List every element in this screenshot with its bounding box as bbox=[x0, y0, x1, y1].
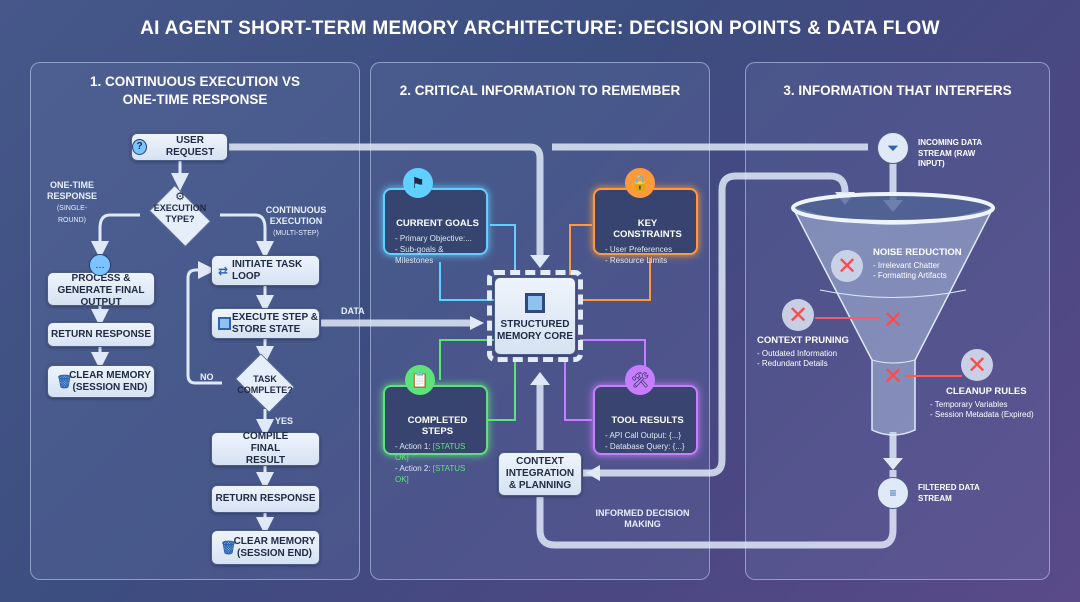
chip-icon bbox=[218, 317, 231, 330]
broom-crossed-icon: ✕ bbox=[961, 349, 993, 381]
question-icon: ? bbox=[132, 139, 148, 155]
tools-icon: 🛠 bbox=[625, 365, 655, 395]
execute-step-label: EXECUTE STEP & STORE STATE bbox=[232, 311, 318, 335]
current-goals-item: - Primary Objective:... bbox=[395, 234, 472, 243]
tool-results-card: TOOL RESULTS - API Call Output: {...} - … bbox=[593, 385, 698, 455]
key-constraints-card: KEY CONSTRAINTS - User Preferences - Res… bbox=[593, 188, 698, 265]
completed-steps-text: - Action 1: bbox=[395, 442, 433, 451]
data-label: DATA bbox=[341, 306, 365, 316]
filtered-stream-label: FILTERED DATA STREAM bbox=[918, 483, 980, 503]
tool-results-item: - Database Query: {...} bbox=[605, 442, 685, 451]
checklist-icon: 📋 bbox=[405, 365, 435, 395]
cleanup-item: - Session Metadata (Expired) bbox=[930, 410, 1034, 419]
document-crossed-icon: ✕ bbox=[882, 362, 904, 390]
panel-title-1a: 1. CONTINUOUS EXECUTION VS bbox=[89, 74, 301, 89]
completed-steps-item: - Action 2: [STATUS OK] bbox=[395, 463, 480, 485]
noise-title: NOISE REDUCTION bbox=[873, 247, 962, 258]
noise-item: - Formatting Artifacts bbox=[873, 271, 947, 280]
user-request-node[interactable]: ? USER REQUEST bbox=[131, 133, 228, 161]
yes-label: YES bbox=[275, 416, 294, 426]
one-time-text: ONE-TIME RESPONSE bbox=[46, 180, 97, 201]
return-response-right-node[interactable]: RETURN RESPONSE bbox=[211, 485, 320, 513]
pruning-item: - Outdated Information bbox=[757, 348, 838, 358]
one-time-sub: (SINGLE-ROUND) bbox=[56, 205, 88, 224]
execution-type-label: EXECUTION TYPE? bbox=[153, 203, 207, 224]
memory-core-label: STRUCTURED MEMORY CORE bbox=[496, 319, 574, 342]
key-constraints-item: - Resource Limits bbox=[605, 256, 668, 265]
clear-memory-right-label: CLEAR MEMORY (SESSION END) bbox=[233, 535, 316, 559]
gear-icon: ⚙ bbox=[175, 191, 185, 203]
no-label: NO bbox=[200, 372, 214, 382]
current-goals-card: CURRENT GOALS - Primary Objective:... - … bbox=[383, 188, 488, 265]
clear-memory-left-node[interactable]: 🗑CLEAR MEMORY (SESSION END) bbox=[47, 365, 155, 398]
clear-memory-right-node[interactable]: 🗑CLEAR MEMORY (SESSION END) bbox=[211, 530, 320, 565]
continuous-text: CONTINUOUS EXECUTION bbox=[265, 205, 327, 226]
noise-item: - Irrelevant Chatter bbox=[873, 260, 940, 270]
execution-type-decision: ⚙EXECUTION TYPE? bbox=[150, 192, 210, 225]
status-ok: [STATUS OK] bbox=[395, 464, 466, 484]
flag-icon: ⚑ bbox=[403, 168, 433, 198]
tool-results-item: - API Call Output: {...} bbox=[605, 431, 682, 440]
process-generate-node[interactable]: PROCESS & GENERATE FINAL OUTPUT bbox=[47, 272, 155, 308]
context-pruning-label: CONTEXT PRUNING - Outdated Information- R… bbox=[757, 335, 849, 370]
filter-lines-icon: ≡ bbox=[877, 477, 909, 509]
continuous-label: CONTINUOUS EXECUTION (MULTI-STEP) bbox=[265, 205, 327, 239]
pruning-icon: ✕ bbox=[782, 299, 814, 331]
one-time-label: ONE-TIME RESPONSE (SINGLE-ROUND) bbox=[44, 180, 100, 226]
key-constraints-title: KEY CONSTRAINTS bbox=[613, 218, 682, 240]
clear-memory-left-label: CLEAR MEMORY (SESSION END) bbox=[69, 369, 151, 393]
chat-bubble-icon: … bbox=[89, 254, 111, 276]
compile-final-node[interactable]: COMPILE FINAL RESULT bbox=[211, 431, 320, 466]
completed-steps-title: COMPLETED STEPS bbox=[407, 415, 468, 437]
chip-pins bbox=[487, 270, 583, 362]
completed-steps-item: - Action 1: [STATUS OK] bbox=[395, 441, 480, 463]
current-goals-item: - Sub-goals & Milestones bbox=[395, 245, 444, 265]
page-title: AI AGENT SHORT-TERM MEMORY ARCHITECTURE:… bbox=[140, 18, 940, 39]
trash-icon: 🗑 bbox=[56, 373, 73, 389]
context-integration-node[interactable]: CONTEXT INTEGRATION & PLANNING bbox=[498, 452, 582, 496]
muted-speaker-icon: ✕ bbox=[831, 250, 863, 282]
panel-title-1b: ONE-TIME RESPONSE bbox=[122, 92, 268, 107]
continuous-sub: (MULTI-STEP) bbox=[273, 230, 319, 237]
completed-steps-card: COMPLETED STEPS - Action 1: [STATUS OK] … bbox=[383, 385, 488, 484]
cleanup-title: CLEANUP RULES bbox=[946, 386, 1027, 397]
return-response-left-node[interactable]: RETURN RESPONSE bbox=[47, 322, 155, 347]
task-complete-decision: TASK COMPLETE? bbox=[237, 374, 293, 395]
network-crossed-icon: ✕ bbox=[882, 306, 904, 334]
initiate-loop-node[interactable]: ⇄INITIATE TASK LOOP bbox=[211, 255, 320, 286]
panel-title-3: 3. INFORMATION THAT INTERFERS bbox=[783, 83, 1012, 98]
initiate-loop-label: INITIATE TASK LOOP bbox=[232, 258, 303, 282]
lock-icon: 🔒 bbox=[625, 168, 655, 198]
informed-decision-label: INFORMED DECISION MAKING bbox=[595, 508, 690, 529]
pruning-item: - Redundant Details bbox=[757, 359, 828, 368]
structured-memory-core: STRUCTURED MEMORY CORE bbox=[494, 277, 576, 355]
cleanup-item: - Temporary Variables bbox=[930, 399, 1008, 409]
execute-step-node[interactable]: EXECUTE STEP & STORE STATE bbox=[211, 308, 320, 339]
key-constraints-item: - User Preferences bbox=[605, 245, 673, 254]
completed-steps-text: - Action 2: bbox=[395, 464, 433, 473]
cpu-icon bbox=[525, 293, 545, 313]
pruning-title: CONTEXT PRUNING bbox=[757, 335, 849, 346]
loop-icon: ⇄ bbox=[218, 263, 229, 278]
incoming-stream-label: INCOMING DATA STREAM (RAW INPUT) bbox=[918, 138, 982, 168]
user-request-label: USER REQUEST bbox=[165, 135, 215, 158]
status-ok: [STATUS OK] bbox=[395, 442, 466, 462]
trash-icon: 🗑 bbox=[220, 539, 237, 555]
tool-results-title: TOOL RESULTS bbox=[611, 415, 684, 426]
funnel-icon: ⏷ bbox=[877, 132, 909, 164]
noise-reduction-label: NOISE REDUCTION - Irrelevant Chatter- For… bbox=[873, 247, 962, 282]
current-goals-title: CURRENT GOALS bbox=[396, 218, 479, 229]
cleanup-rules-label: CLEANUP RULES - Temporary Variables- Sess… bbox=[930, 386, 1034, 421]
panel-title-2: 2. CRITICAL INFORMATION TO REMEMBER bbox=[399, 83, 681, 98]
